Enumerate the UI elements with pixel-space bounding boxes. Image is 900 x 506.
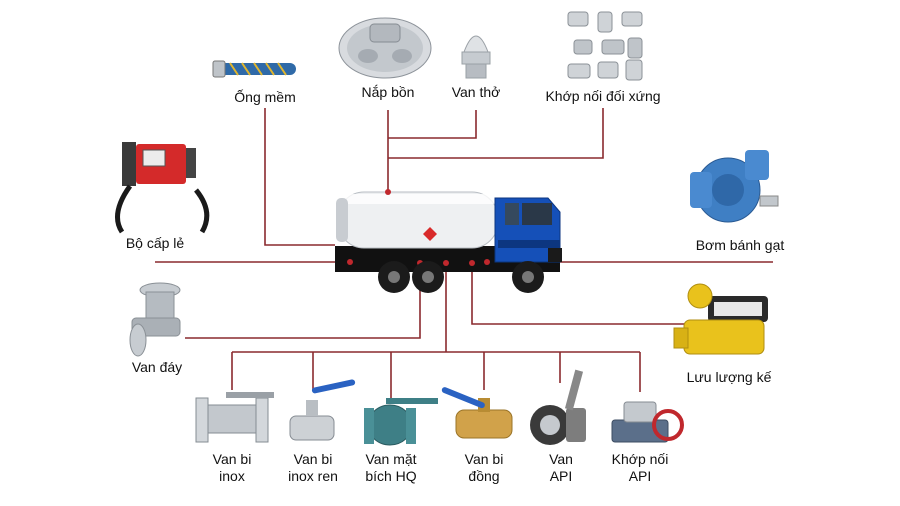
label-api-coupling: Khớp nối API <box>598 451 682 485</box>
label-api-valve-line1: Van <box>549 451 573 467</box>
ball-valve-thread-icon <box>289 379 356 441</box>
label-ball-valve-thread-line2: inox ren <box>288 468 338 484</box>
flexible-hose-icon <box>212 60 296 78</box>
line-flexible-hose <box>264 108 335 246</box>
butterfly-valve-icon <box>364 398 438 446</box>
label-butterfly-valve: Van mặt bích HQ <box>352 451 430 485</box>
label-tank-lid: Nắp bồn <box>361 84 415 100</box>
ball-valve-inox-icon <box>195 392 274 443</box>
label-bottom-valve: Van đáy <box>131 359 183 375</box>
label-butterfly-valve-line2: bích HQ <box>365 468 417 484</box>
brass-ball-valve-icon <box>441 387 513 439</box>
label-vent-valve: Van thở <box>451 84 501 100</box>
vane-pump-icon <box>690 150 779 223</box>
label-api-coupling-line2: API <box>628 468 652 484</box>
api-valve-icon <box>530 369 586 445</box>
label-ball-valve-inox-line1: Van bi <box>212 451 252 467</box>
label-ball-valve-thread-line1: Van bi <box>293 451 333 467</box>
flow-meter-icon <box>673 283 768 355</box>
label-brass-ball-valve-line1: Van bi <box>464 451 504 467</box>
dispenser-icon <box>115 142 210 234</box>
label-ball-valve-inox: Van bi inox <box>192 451 272 485</box>
bottom-valve-icon <box>129 282 181 357</box>
line-flow-meter <box>471 265 700 325</box>
label-vane-pump: Bơm bánh gạt <box>695 237 785 253</box>
label-api-valve: Van API <box>522 451 600 485</box>
label-flexible-hose: Ống mềm <box>234 89 296 105</box>
label-brass-ball-valve-line2: đồng <box>468 468 500 484</box>
label-butterfly-valve-line1: Van mặt <box>365 451 417 467</box>
line-symmetric-coupling <box>388 108 604 159</box>
label-flow-meter: Lưu lượng kế <box>686 369 772 385</box>
label-ball-valve-thread: Van bi inox ren <box>275 451 351 485</box>
tank-lid-icon <box>338 17 432 79</box>
label-api-coupling-line1: Khớp nối <box>611 451 669 467</box>
label-brass-ball-valve: Van bi đồng <box>445 451 523 485</box>
label-api-valve-line2: API <box>549 468 573 484</box>
label-ball-valve-inox-line2: inox <box>219 468 245 484</box>
tanker-truck <box>335 189 562 293</box>
symmetric-coupling-icon <box>567 11 643 81</box>
line-vent-valve <box>388 110 477 139</box>
vent-valve-icon <box>461 35 491 79</box>
api-coupling-icon <box>611 401 684 443</box>
label-dispenser: Bộ cấp lẻ <box>125 235 185 251</box>
label-symmetric-coupling: Khớp nối đối xứng <box>545 88 661 104</box>
